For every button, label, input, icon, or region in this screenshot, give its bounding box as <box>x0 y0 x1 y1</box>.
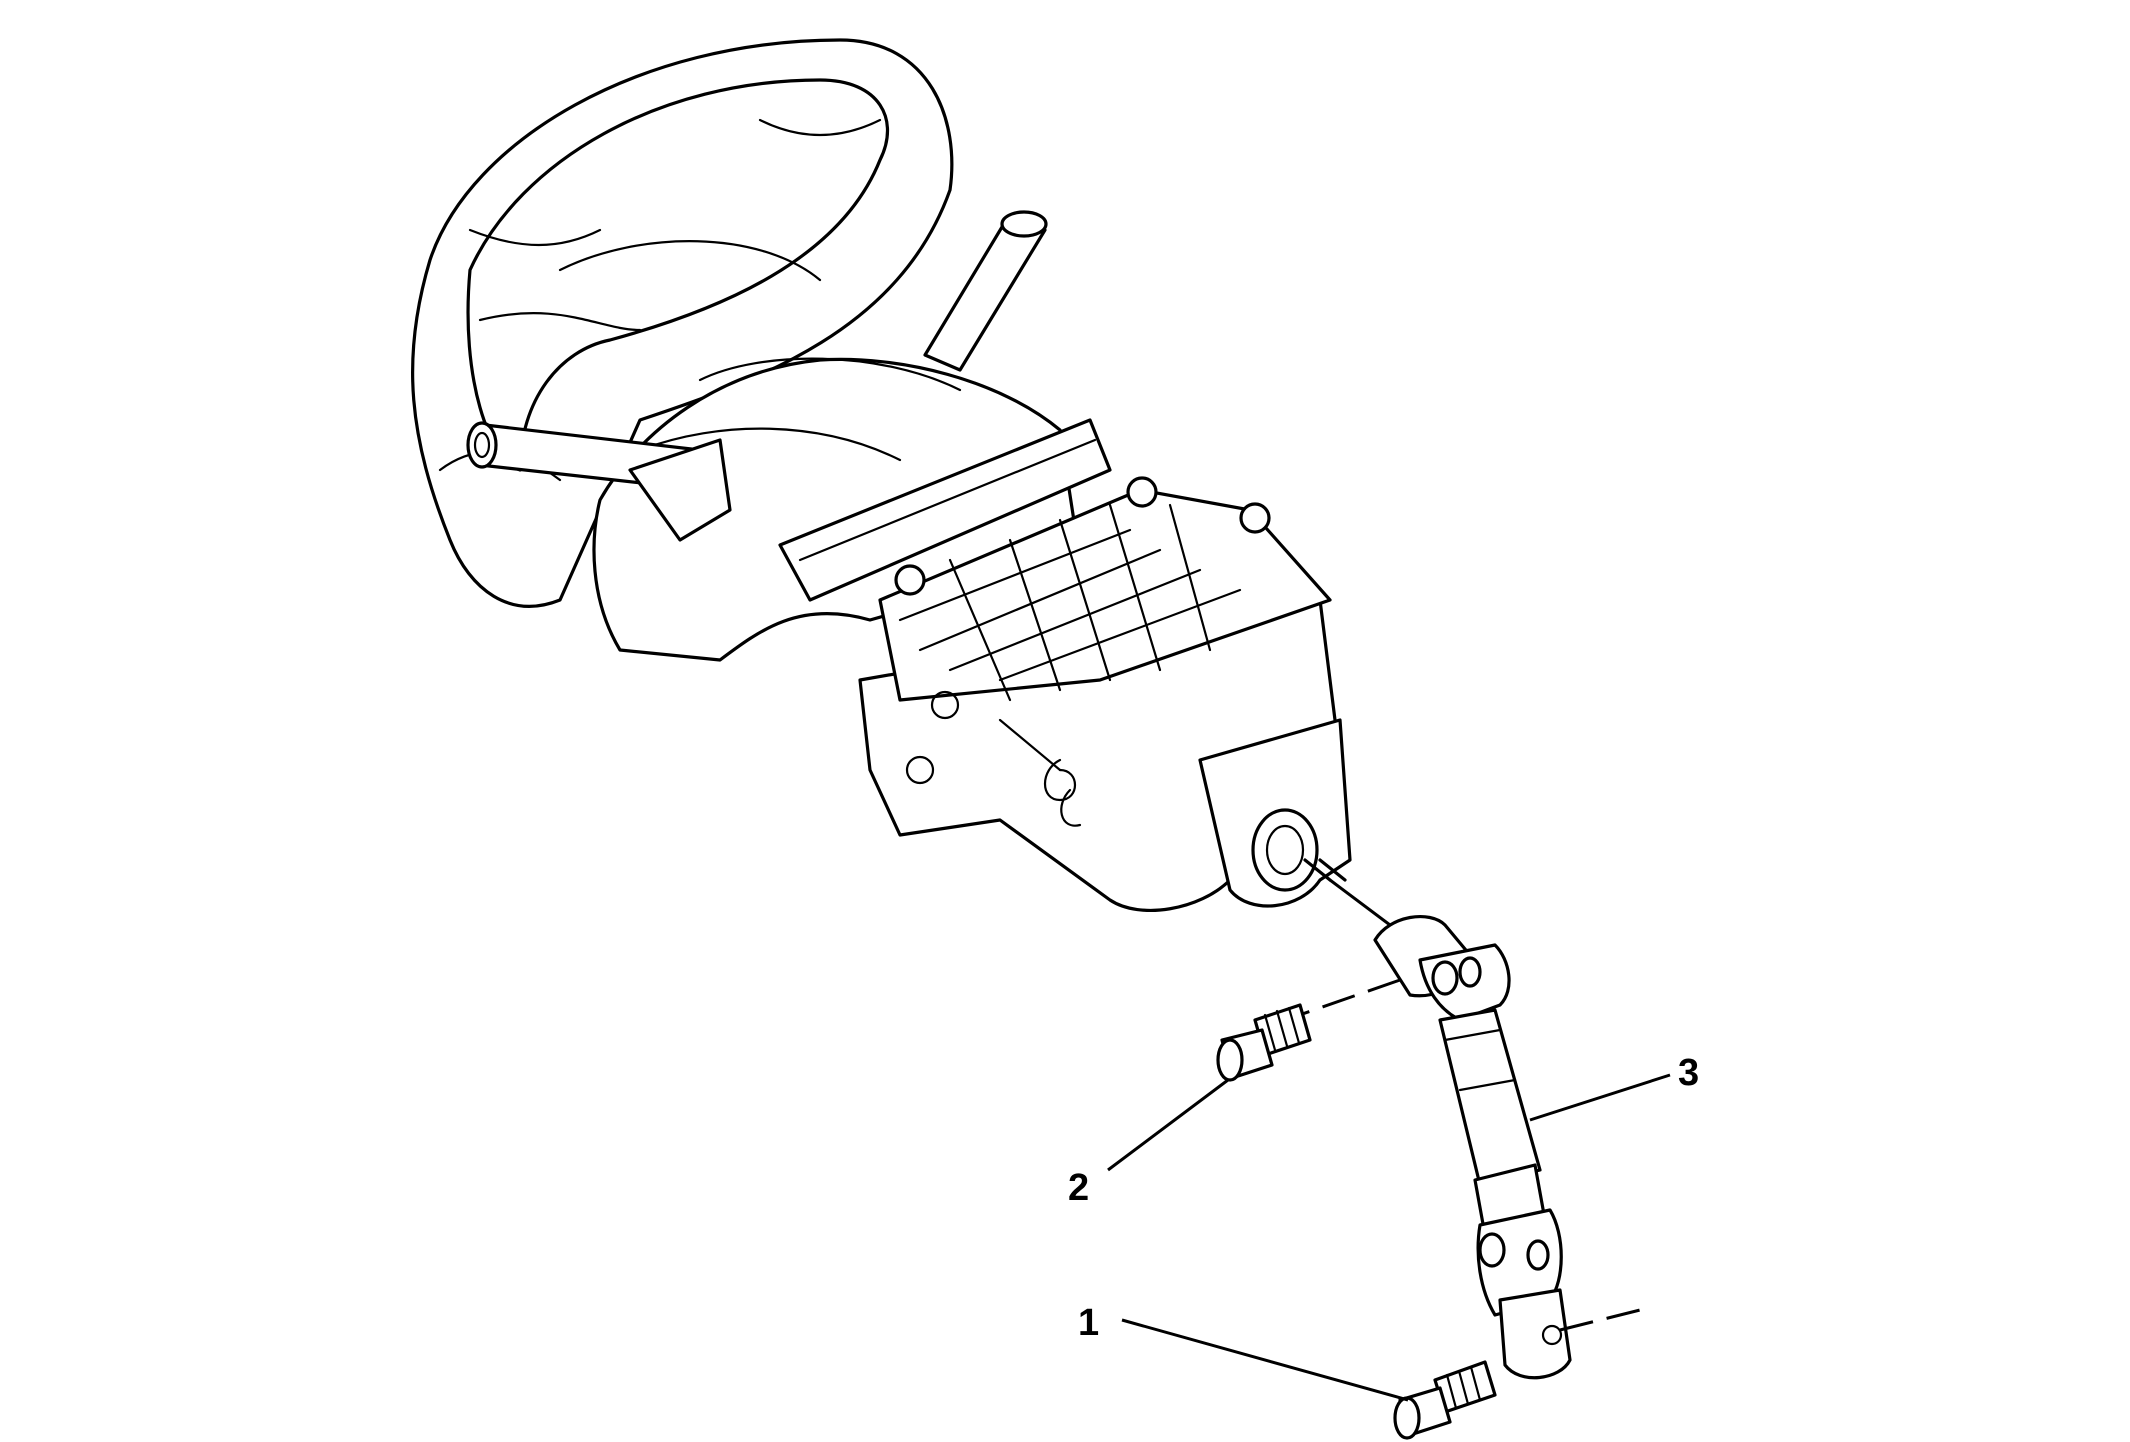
callout-1-leader <box>1121 1318 1409 1402</box>
turn-signal-lever <box>466 421 732 542</box>
callout-2: 2 <box>1068 1078 1229 1209</box>
wiper-lever <box>923 210 1048 372</box>
bolt-2-alignment-line <box>1284 978 1401 1022</box>
callout-1-label: 1 <box>1078 1302 1099 1344</box>
intermediate-shaft <box>1373 915 1572 1380</box>
callout-3-leader <box>1529 1073 1671 1122</box>
bolt-1-alignment-line <box>1559 1308 1641 1332</box>
shaft-axis-line <box>1329 878 1391 927</box>
callout-1: 1 <box>1078 1302 1409 1402</box>
steering-shaft-stub <box>1303 858 1347 882</box>
callout-2-leader <box>1107 1078 1229 1172</box>
upper-pinch-bolt <box>1216 1003 1312 1082</box>
callout-3: 3 <box>1529 1052 1699 1122</box>
callout-2-label: 2 <box>1068 1167 1089 1209</box>
lower-pinch-bolt <box>1393 1360 1497 1440</box>
callout-3-label: 3 <box>1678 1052 1699 1094</box>
column-body <box>858 476 1352 912</box>
